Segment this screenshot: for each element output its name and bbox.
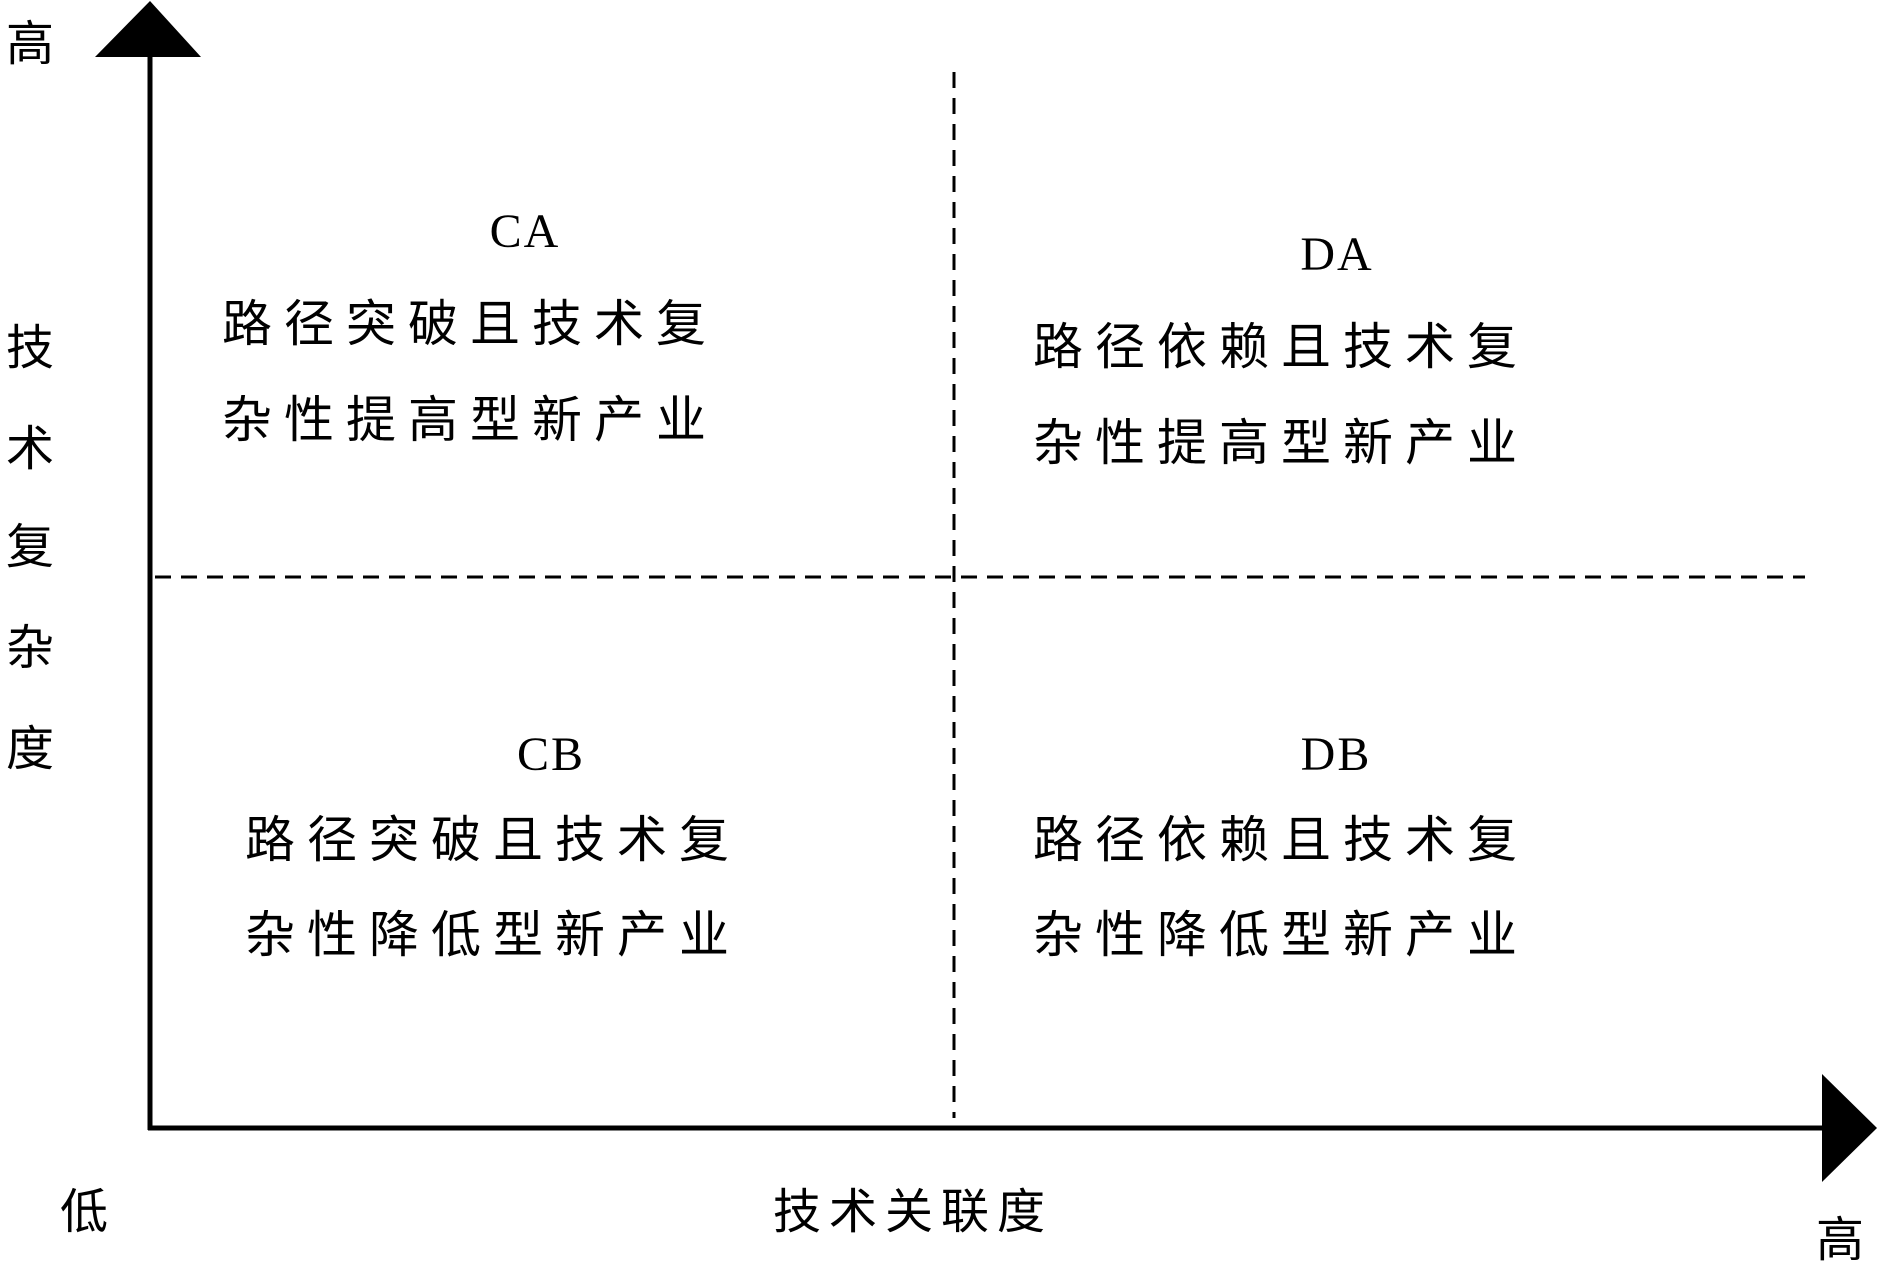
x-axis-low-label: 低 xyxy=(59,1184,109,1240)
x-axis-arrow-icon xyxy=(1822,1074,1877,1182)
y-axis-high-label: 高 xyxy=(5,16,55,72)
quadrant-cb-line2: 杂性降低型新产业 xyxy=(245,906,741,964)
quadrant-cb-code: CB xyxy=(516,728,586,781)
y-axis-title-char: 复 xyxy=(5,519,55,575)
y-axis-title-char: 杂 xyxy=(5,620,55,676)
x-axis-title: 技术关联度 xyxy=(772,1184,1054,1240)
quadrant-da-code: DA xyxy=(1300,228,1374,281)
quadrant-db-line1: 路径依赖且技术复 xyxy=(1033,811,1529,869)
quadrant-ca-line1: 路径突破且技术复 xyxy=(222,295,718,353)
quadrant-ca-line2: 杂性提高型新产业 xyxy=(222,391,718,449)
quadrant-cb-line1: 路径突破且技术复 xyxy=(245,811,741,869)
y-axis-title-char: 度 xyxy=(5,721,55,777)
x-axis-high-label: 高 xyxy=(1815,1212,1865,1267)
quadrant-da-line1: 路径依赖且技术复 xyxy=(1033,318,1529,376)
y-axis-title-char: 术 xyxy=(5,421,55,477)
y-axis-title-char: 技 xyxy=(5,320,55,376)
y-axis-arrow-icon xyxy=(95,1,201,57)
quadrant-ca-code: CA xyxy=(489,205,561,258)
quadrant-db-line2: 杂性降低型新产业 xyxy=(1033,906,1529,964)
quadrant-da-line2: 杂性提高型新产业 xyxy=(1033,414,1529,472)
quadrant-db-code: DB xyxy=(1300,728,1372,781)
